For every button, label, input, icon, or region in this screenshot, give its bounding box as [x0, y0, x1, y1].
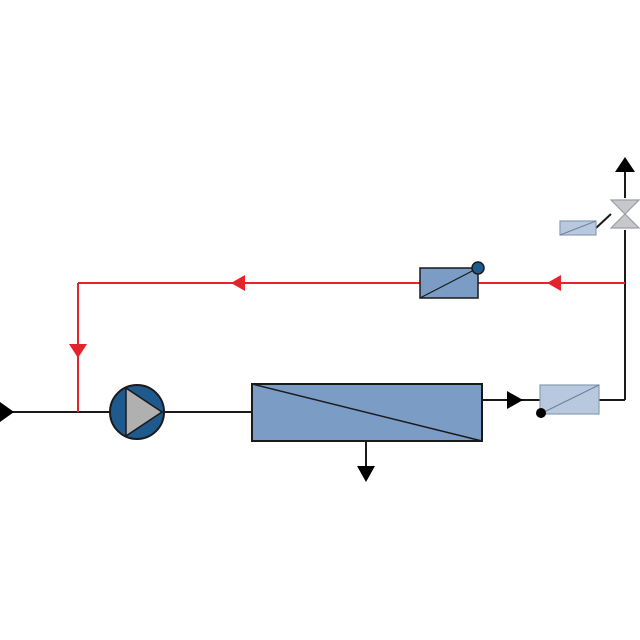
recycle-arrow-left — [231, 275, 245, 291]
recycle-sensor — [419, 261, 485, 299]
recycle-sensor-probe — [471, 261, 485, 275]
concentrate-sensor-probe — [536, 408, 546, 418]
valve-actuator — [559, 220, 597, 236]
valve-lower-cone — [609, 213, 640, 229]
pump-direction-icon — [125, 386, 164, 438]
concentrate-sensor — [536, 384, 600, 418]
recycle-arrow-right — [547, 275, 561, 291]
valve-actuator-diagonal — [559, 220, 597, 236]
main-process-line — [0, 172, 626, 470]
control-valve — [609, 199, 640, 229]
membrane-outlet-arrow — [357, 466, 375, 482]
actuator-stem — [595, 213, 612, 229]
filtrate-direction-arrow — [507, 391, 523, 409]
valve-upper-cone — [609, 199, 640, 215]
product-outlet-arrow — [615, 157, 635, 172]
concentrate-sensor-diagonal — [539, 384, 600, 415]
circulation-pump — [109, 384, 165, 440]
recycle-arrow-down — [69, 344, 87, 358]
membrane-module — [251, 383, 483, 442]
recycle-sensor-diagonal — [419, 267, 479, 299]
membrane-separator — [251, 383, 483, 442]
feed-inlet-arrow — [0, 402, 14, 422]
